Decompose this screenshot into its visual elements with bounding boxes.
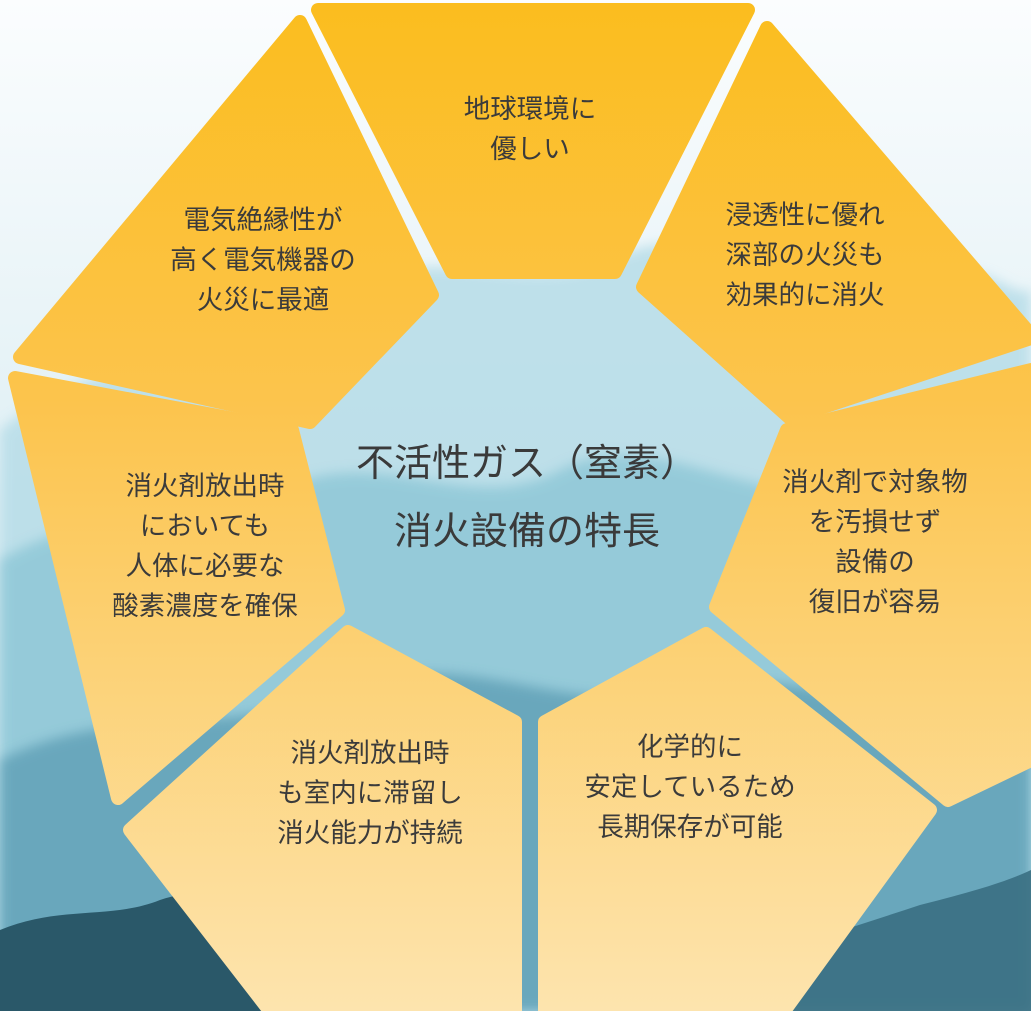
feature-insulation-line-1: 電気絶縁性が: [184, 205, 343, 236]
feature-penetration-line-1: 浸透性に優れ: [726, 200, 885, 231]
feature-chemical-stability-line-1: 化学的に: [637, 732, 743, 763]
feature-duration-line-2: も室内に滞留し: [277, 778, 463, 809]
feature-no-damage-line-3: 設備の: [835, 547, 915, 578]
feature-no-damage-line-4: 復旧が容易: [809, 587, 942, 618]
feature-duration-line-3: 消火能力が持続: [277, 818, 463, 849]
feature-chemical-stability-line-3: 長期保存が可能: [597, 812, 783, 843]
center-title-line-2: 消火設備の特長: [394, 509, 660, 553]
feature-environment-line-2: 優しい: [490, 134, 570, 165]
feature-insulation-line-2: 高く電気機器の: [170, 245, 356, 276]
feature-environment-line-1: 地球環境に: [464, 94, 597, 125]
feature-penetration-shape: [636, 21, 1031, 425]
feature-segments: 地球環境に優しい浸透性に優れ深部の火災も効果的に消火消火剤で対象物を汚損せず設備…: [8, 3, 1031, 1011]
feature-chemical-stability-shape: [538, 627, 937, 1011]
feature-oxygen-line-2: においても: [140, 511, 270, 542]
feature-no-damage-line-1: 消火剤で対象物: [782, 467, 968, 498]
feature-penetration-line-2: 深部の火災も: [726, 240, 885, 271]
feature-insulation-shape: [13, 15, 439, 429]
feature-no-damage-shape: [709, 363, 1031, 807]
feature-penetration-line-3: 効果的に消火: [726, 280, 885, 311]
feature-oxygen-shape: [8, 371, 345, 805]
feature-oxygen-line-1: 消火剤放出時: [126, 471, 285, 502]
feature-chemical-stability-line-2: 安定しているため: [584, 772, 795, 803]
feature-duration-shape: [123, 625, 522, 1011]
feature-duration-line-1: 消火剤放出時: [291, 738, 450, 769]
feature-oxygen-line-3: 人体に必要な: [126, 551, 285, 582]
center-title: 不活性ガス（窒素） 消火設備の特長: [356, 441, 698, 553]
feature-no-damage-line-2: を汚損せず: [809, 507, 942, 538]
feature-insulation-line-3: 火災に最適: [197, 285, 330, 316]
feature-environment-shape: [311, 3, 755, 279]
center-title-line-1: 不活性ガス（窒素）: [356, 441, 698, 485]
feature-oxygen-line-4: 酸素濃度を確保: [112, 591, 298, 622]
